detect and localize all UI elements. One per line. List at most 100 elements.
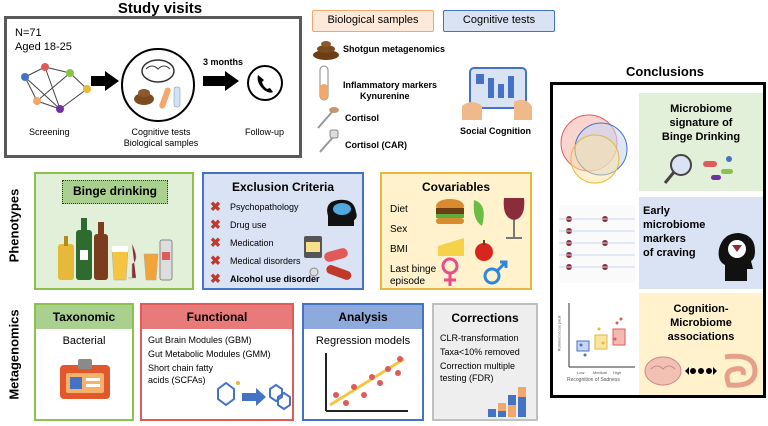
conclusion-cognition-line3: associations: [667, 331, 735, 343]
regression-plot-icon: [325, 353, 408, 412]
x-mark-icon: ✖: [210, 217, 221, 232]
functional-item: Gut Metabolic Modules (GMM): [148, 349, 271, 359]
swab-icon: [317, 107, 339, 129]
head-wine-icon: [718, 233, 755, 281]
interval-label: 3 months: [203, 57, 244, 67]
sample-size: N=71: [15, 27, 42, 39]
exclusion-criteria-title: Exclusion Criteria: [231, 180, 335, 194]
stool-sample-icon: [313, 41, 339, 60]
corrections-title: Corrections: [451, 311, 519, 325]
covariables-title: Covariables: [421, 180, 491, 194]
brain-gut-axis-icon: [644, 353, 758, 388]
conclusion-cognition-line2: Microbiome: [670, 317, 732, 329]
covariable-item: episode: [390, 276, 426, 287]
metagenomics-label: Metagenomics: [6, 309, 22, 400]
study-visits-panel: N=71 Aged 18-25 Screening Cognitive test…: [4, 16, 302, 158]
conclusion-card-binge: Microbiome signature of Binge Drinking: [639, 93, 763, 191]
head-storm-icon: [327, 199, 357, 226]
legend-cognitive-label: Cognitive tests: [462, 14, 536, 26]
exclusion-item: Medical disorders: [230, 256, 301, 266]
binge-drinking-panel: Binge drinking: [34, 172, 194, 290]
x-mark-icon: ✖: [210, 235, 221, 250]
plot-tick-low: Low: [577, 370, 585, 375]
analysis-item: Regression models: [315, 335, 411, 347]
taxonomic-item: Bacterial: [62, 335, 106, 347]
female-symbol-icon: [441, 257, 459, 275]
corrections-item: testing (FDR): [440, 373, 494, 383]
phenotypes-label: Phenotypes: [6, 188, 22, 263]
conclusion-binge-line2: signature of: [669, 117, 733, 129]
magnifier-bacteria-icon: [663, 154, 733, 184]
covariables-panel: Covariables Diet Sex BMI Last binge epis…: [380, 172, 532, 290]
covariable-item: Last binge: [390, 264, 437, 275]
functional-item: Short chain fatty: [148, 363, 214, 373]
conclusion-binge-line3: Binge Drinking: [661, 131, 741, 143]
stacked-bars-icon: [488, 387, 526, 417]
covariable-item: BMI: [390, 244, 408, 255]
cognition-plot-icon: [568, 303, 635, 368]
conclusion-craving-line1: Early: [643, 205, 670, 217]
conclusion-craving-line3: markers: [643, 233, 686, 245]
taxonomic-panel: Taxonomic Bacterial: [34, 303, 134, 421]
molecule-arrow-icon: [217, 381, 291, 411]
covariable-item: Sex: [390, 224, 408, 235]
screening-label: Screening: [29, 127, 70, 137]
functional-item: Gut Brain Modules (GBM): [148, 335, 252, 345]
plot-tick-high: High: [613, 370, 622, 375]
conclusion-card-cognition: Cognition- Microbiome associations: [639, 293, 763, 395]
kynurenine-label: Kynurenine: [360, 91, 410, 101]
functional-panel: Functional Gut Brain Modules (GBM) Gut M…: [140, 303, 294, 421]
x-mark-icon: ✖: [210, 271, 221, 286]
functional-item: acids (SCFAs): [148, 375, 206, 385]
functional-title: Functional: [142, 305, 292, 329]
alcohol-bottles-icon: [58, 218, 173, 281]
arrow-right-icon: [91, 71, 119, 91]
followup-label: Follow-up: [245, 127, 285, 137]
conclusion-card-craving: Early microbiome markers of craving: [639, 197, 763, 289]
binge-drinking-label: Binge drinking: [73, 184, 157, 198]
biological-visit-icon: [121, 48, 195, 122]
binge-drinking-title: Binge drinking: [62, 180, 168, 204]
legend-biological: Biological samples: [312, 10, 434, 32]
social-cognition-label: Social Cognition: [460, 126, 531, 136]
plot-xlabel: Recognition of Sadness: [567, 377, 620, 383]
plot-ylabel: Ruminococcus pauli: [556, 315, 562, 352]
shotgun-label: Shotgun metagenomics: [343, 44, 446, 54]
study-visits-title: Study visits: [117, 0, 203, 17]
cognitive-tests-label: Cognitive tests: [131, 127, 191, 137]
conclusion-craving-line2: microbiome: [643, 219, 706, 231]
x-mark-icon: ✖: [210, 253, 221, 268]
inflammatory-label: Inflammatory markers: [343, 80, 438, 90]
exclusion-item: Medication: [230, 238, 274, 248]
heatmap-icon: [559, 205, 635, 283]
test-tube-icon: [319, 65, 329, 101]
stool-sample-icon: [134, 93, 154, 105]
plot-tick-medium: Medium: [593, 370, 608, 375]
brain-icon: [141, 59, 175, 83]
conclusions-title: Conclusions: [625, 64, 704, 79]
exclusion-item: Alcohol use disorder: [230, 274, 320, 284]
tablet-hands-icon: [462, 67, 532, 120]
biological-samples-label: Biological samples: [123, 138, 199, 148]
arrow-right-icon: [203, 71, 239, 91]
phone-icon: [247, 65, 283, 101]
test-tube-icon: [159, 87, 171, 109]
conclusion-binge-line1: Microbiome: [670, 103, 732, 115]
pills-icon: [304, 236, 352, 280]
conclusion-cognition-line1: Cognition-: [673, 303, 729, 315]
swab-icon: [319, 129, 339, 153]
participant-network-icon: [21, 63, 91, 113]
corrections-panel: Corrections CLR-transformation Taxa<10% …: [432, 303, 538, 421]
corrections-item: Taxa<10% removed: [440, 347, 520, 357]
x-mark-icon: ✖: [210, 199, 221, 214]
exclusion-criteria-panel: Exclusion Criteria ✖ Psychopathology ✖ D…: [202, 172, 364, 290]
analysis-panel: Analysis Regression models: [302, 303, 424, 421]
analysis-title: Analysis: [304, 305, 422, 329]
age-range: Aged 18-25: [15, 41, 72, 53]
conclusion-craving-line4: of craving: [643, 247, 696, 259]
conclusions-panel: Microbiome signature of Binge Drinking E…: [550, 82, 766, 398]
exclusion-item: Psychopathology: [230, 202, 299, 212]
food-icons: [436, 198, 525, 286]
cortisol-car-label: Cortisol (CAR): [345, 140, 407, 150]
male-symbol-icon: [483, 267, 501, 285]
